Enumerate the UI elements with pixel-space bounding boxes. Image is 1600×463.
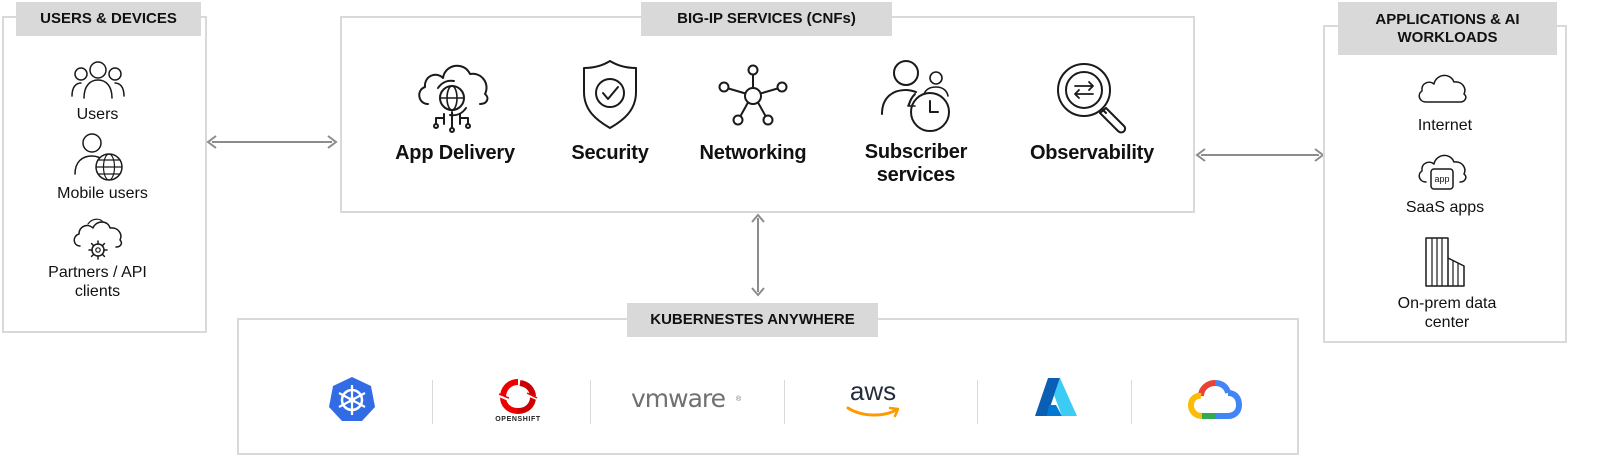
app-delivery-label: App Delivery: [395, 142, 515, 164]
internet-label: Internet: [1417, 117, 1473, 134]
logo-separator: [977, 380, 978, 424]
subscriber-services-label: Subscriber services: [864, 141, 968, 186]
cloud-globe-icon: [418, 64, 489, 133]
kubernetes-logo: [329, 377, 375, 421]
app-badge: app: [1434, 174, 1450, 184]
security-label: Security: [571, 142, 649, 164]
network-hub-icon: [718, 64, 788, 126]
aws-logo: aws: [849, 376, 897, 406]
bigip-k8s-arrow: [751, 213, 765, 297]
users-label: Users: [76, 106, 119, 123]
building-icon: [1425, 237, 1465, 287]
openshift-text: OPENSHIFT: [495, 416, 541, 423]
networking-label: Networking: [699, 142, 807, 164]
applications-title: APPLICATIONS & AI WORKLOADS: [1338, 2, 1557, 55]
azure-logo: [1035, 378, 1077, 416]
partners-api-label: Partners / API clients: [48, 264, 147, 300]
users-devices-title: USERS & DEVICES: [16, 2, 201, 36]
observability-label: Observability: [1029, 142, 1155, 164]
cloud-icon: [1418, 74, 1467, 103]
vmware-logo: vmware: [631, 384, 726, 413]
logo-separator: [1131, 380, 1132, 424]
users-icon: [71, 61, 125, 99]
logo-separator: [432, 380, 433, 424]
mobile-users-label: Mobile users: [57, 185, 148, 202]
mobile-user-globe-icon: [74, 133, 123, 181]
kubernetes-panel: [237, 318, 1299, 455]
magnifier-arrows-icon: [1057, 63, 1127, 134]
cloud-app-icon: [1418, 154, 1467, 190]
kubernetes-title: KUBERNESTES ANYWHERE: [627, 303, 878, 337]
shield-check-icon: [583, 60, 637, 129]
bigip-services-title: BIG-IP SERVICES (CNFs): [641, 2, 892, 36]
registered-mark: ®: [736, 396, 742, 403]
aws-smile-icon: [846, 406, 900, 418]
saas-apps-label: SaaS apps: [1405, 199, 1485, 216]
logo-separator: [784, 380, 785, 424]
bigip-apps-arrow: [1195, 148, 1325, 162]
cloud-gear-icon: [73, 218, 123, 260]
on-prem-label: On-prem data center: [1397, 295, 1497, 331]
openshift-logo: [497, 379, 539, 414]
subscriber-clock-icon: [881, 60, 950, 132]
users-bigip-arrow: [206, 135, 338, 149]
logo-separator: [590, 380, 591, 424]
google-cloud-logo: [1187, 380, 1243, 419]
